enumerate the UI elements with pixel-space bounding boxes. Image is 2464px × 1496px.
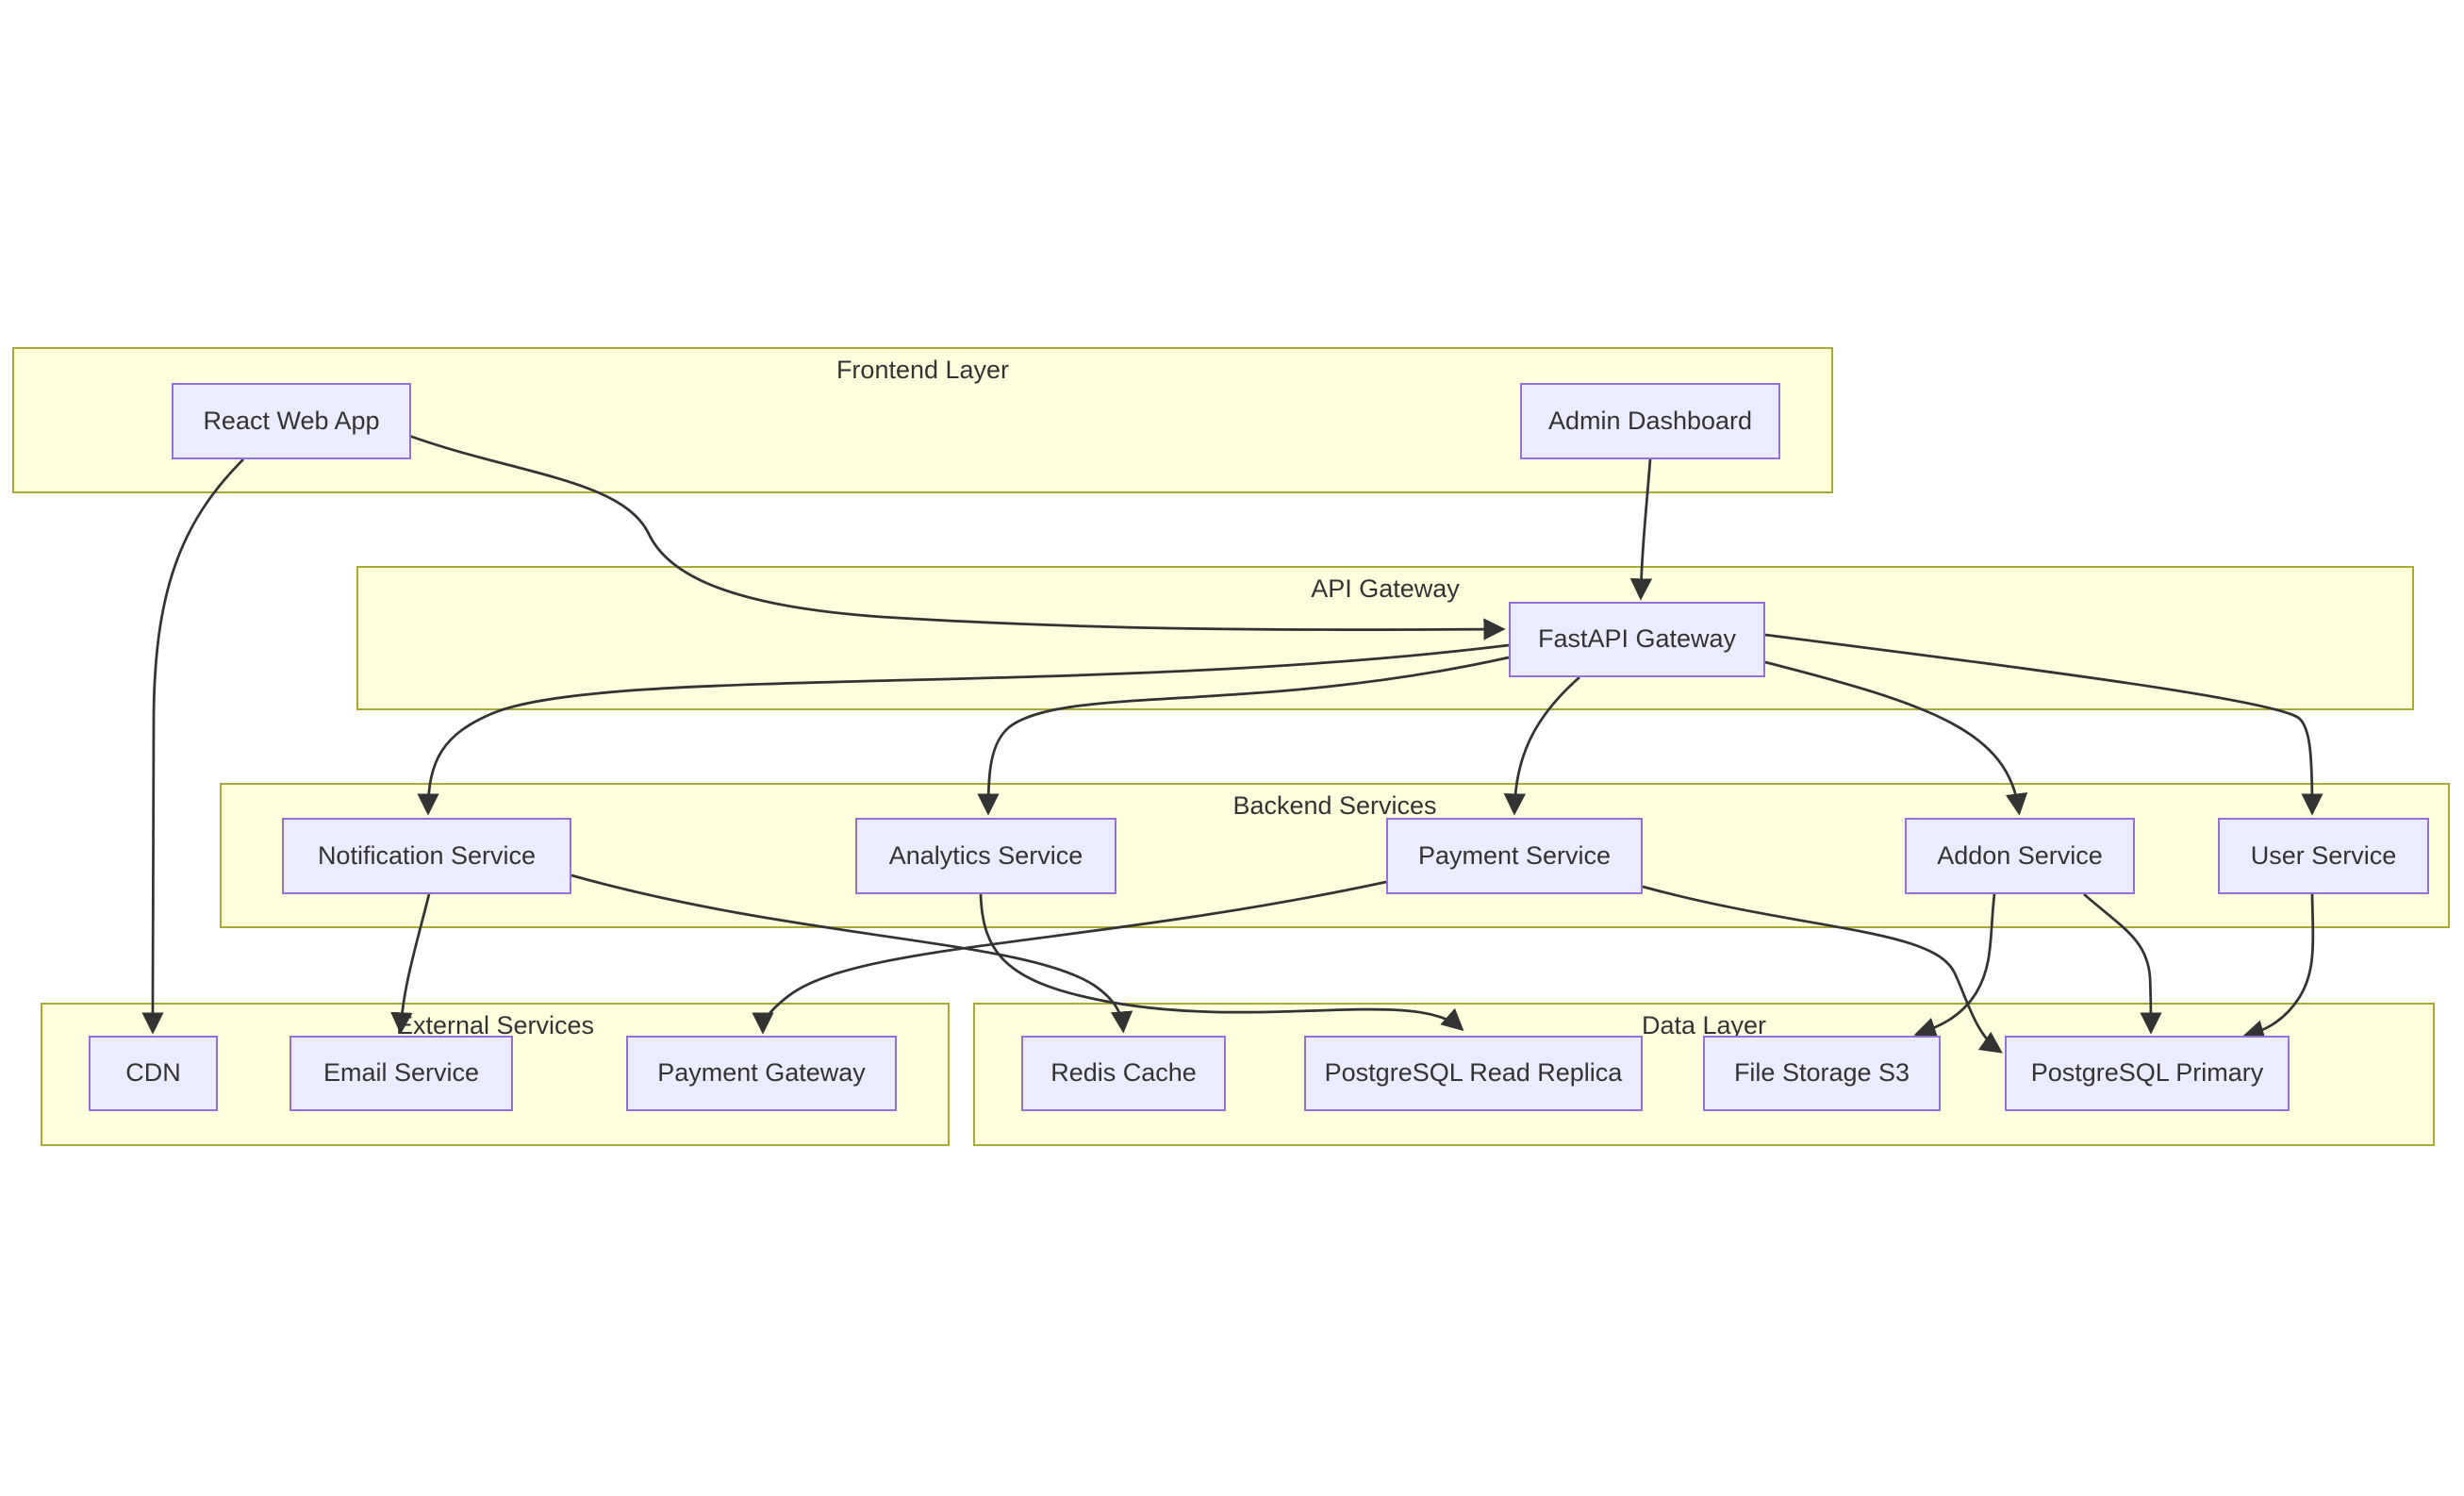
node-admin-dashboard: Admin Dashboard (1520, 383, 1780, 459)
node-analytics-service: Analytics Service (855, 818, 1116, 894)
cluster-title-backend-services: Backend Services (1232, 791, 1437, 820)
node-react-web-app: React Web App (172, 383, 411, 459)
node-fastapi-gateway: FastAPI Gateway (1509, 602, 1765, 677)
node-redis-cache: Redis Cache (1021, 1036, 1226, 1111)
node-payment-gateway: Payment Gateway (626, 1036, 897, 1111)
node-email-service: Email Service (289, 1036, 513, 1111)
node-payment-service: Payment Service (1386, 818, 1643, 894)
node-notification-service: Notification Service (282, 818, 571, 894)
node-user-service: User Service (2218, 818, 2429, 894)
node-cdn: CDN (89, 1036, 218, 1111)
cluster-title-frontend-layer: Frontend Layer (835, 356, 1010, 384)
cluster-title-api-gateway: API Gateway (1311, 574, 1460, 603)
node-file-storage-s3: File Storage S3 (1703, 1036, 1941, 1111)
node-addon-service: Addon Service (1905, 818, 2135, 894)
node-postgresql-read-replica: PostgreSQL Read Replica (1304, 1036, 1643, 1111)
node-postgresql-primary: PostgreSQL Primary (2005, 1036, 2290, 1111)
edge-react-web-app-to-cdn (141, 458, 244, 1035)
